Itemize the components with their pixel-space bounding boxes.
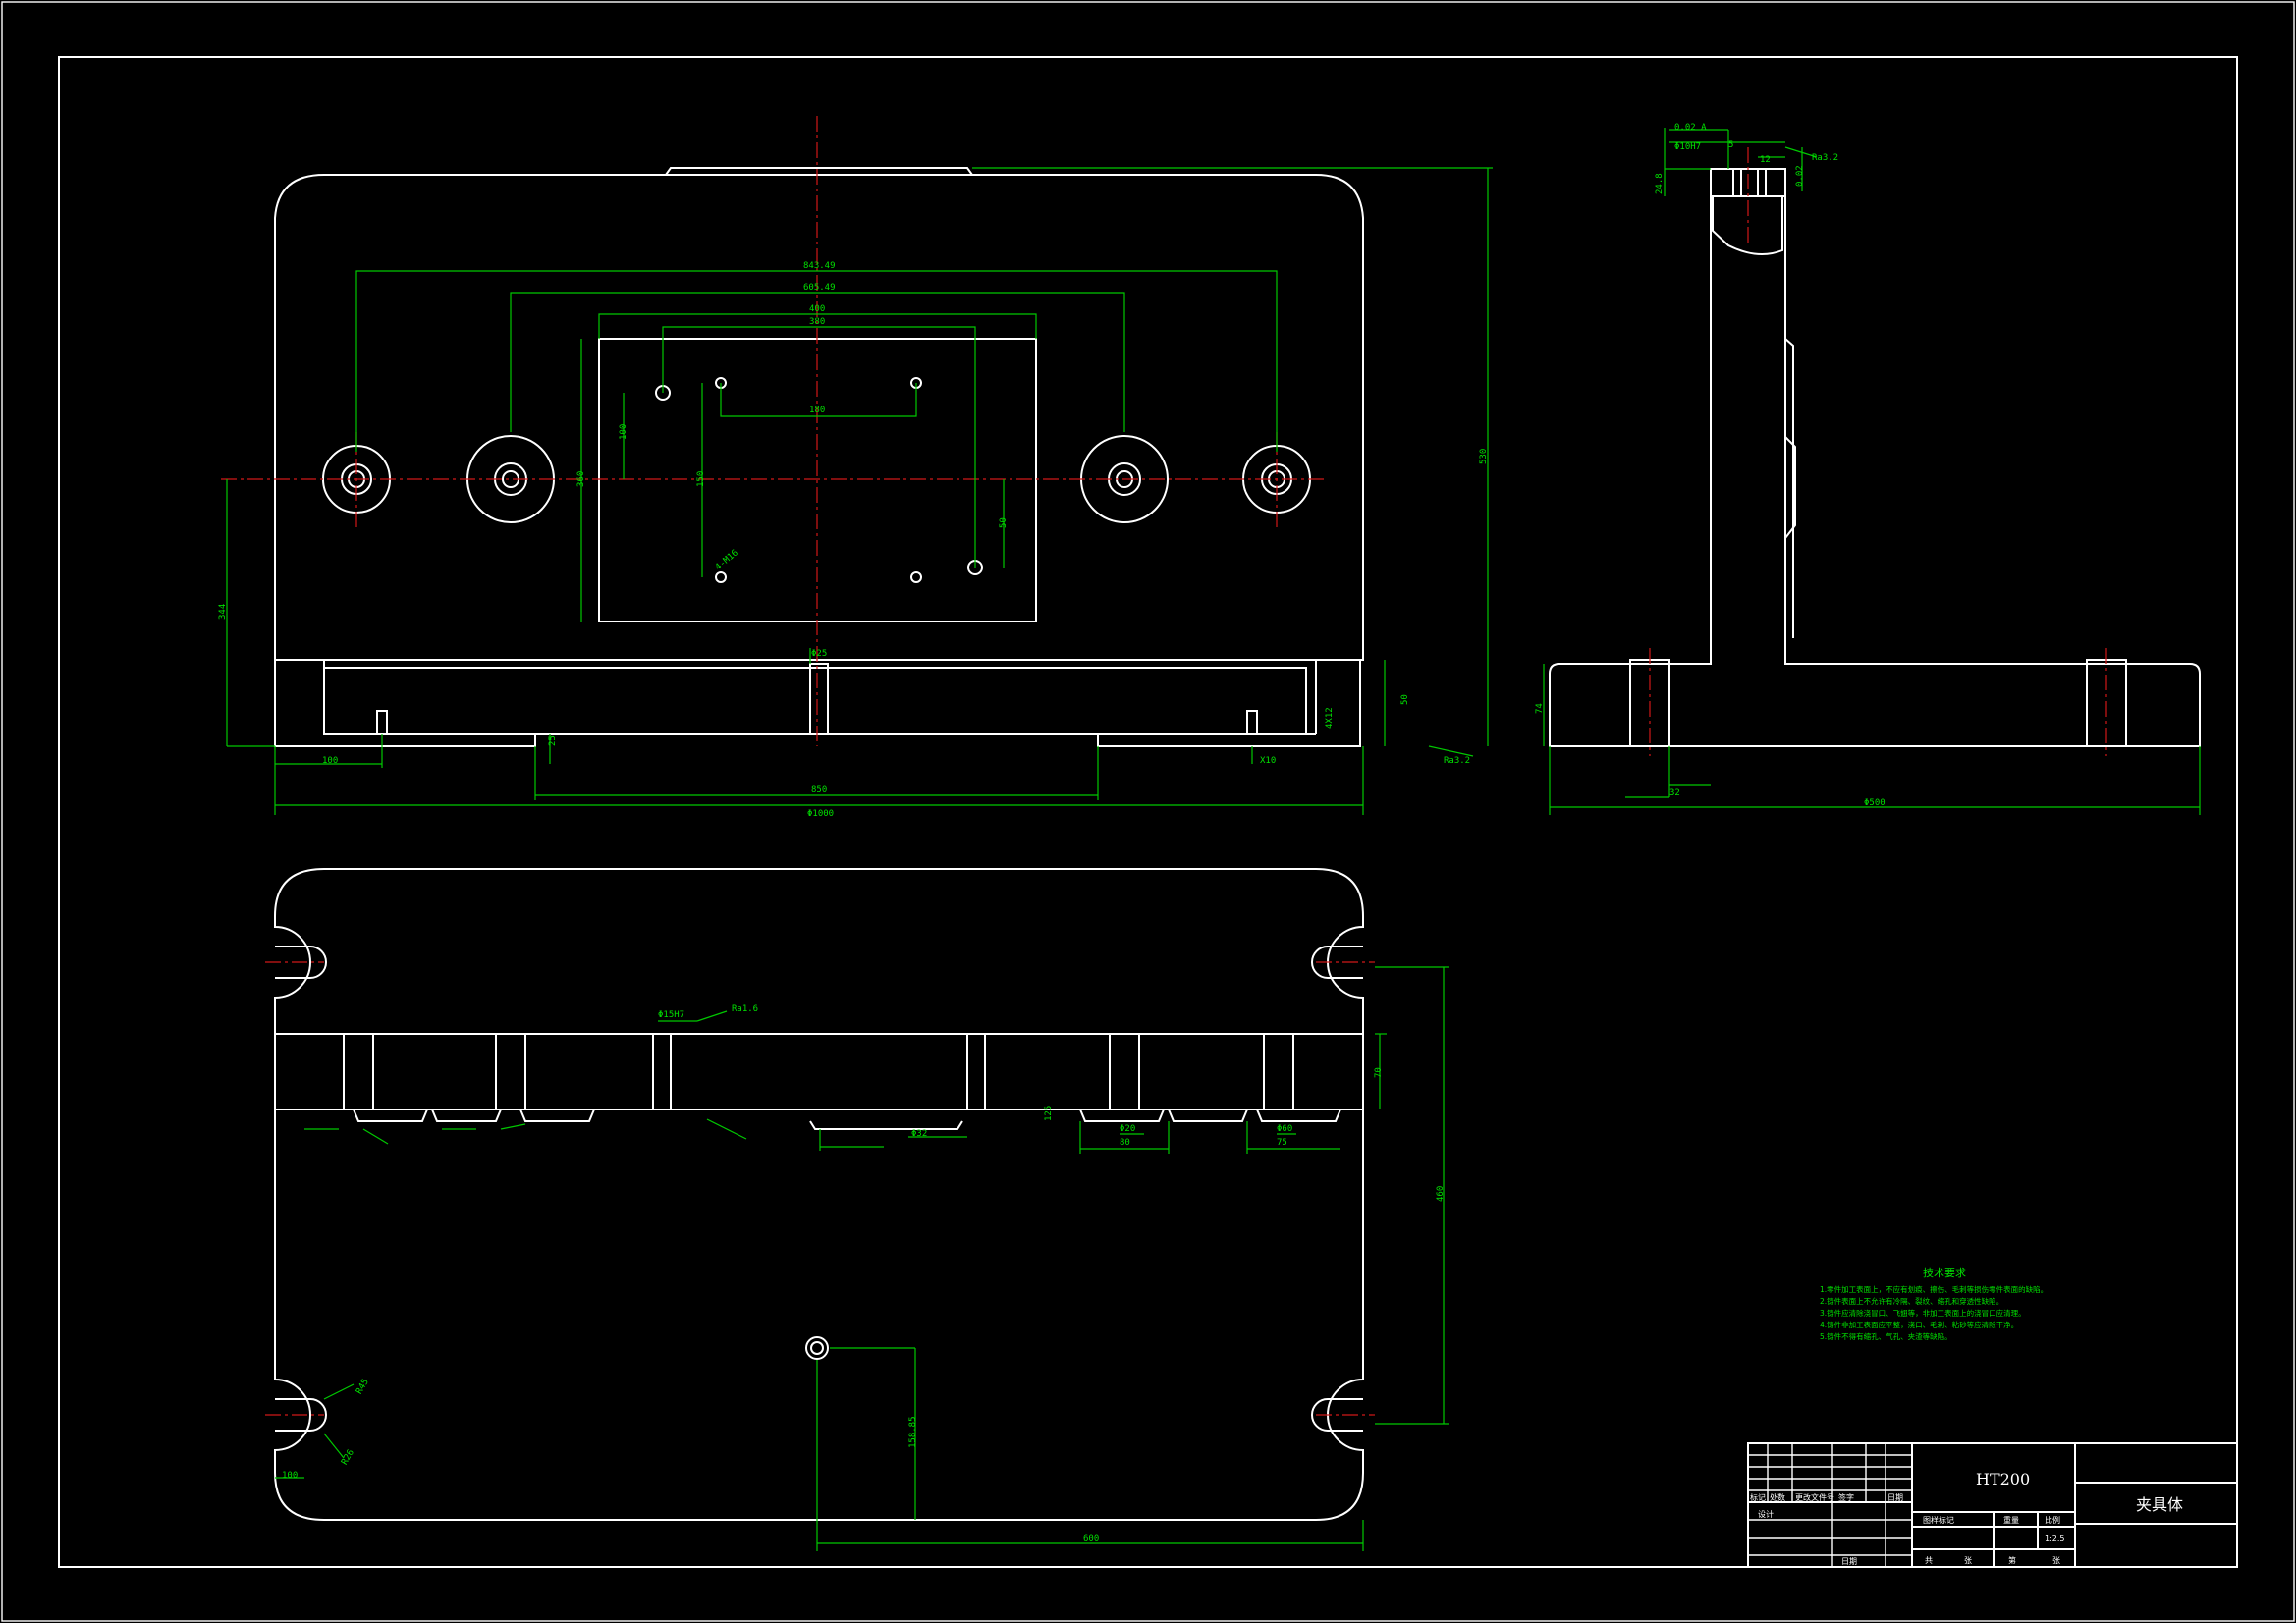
front-dim-10: 180 <box>809 406 825 415</box>
front-dim-7: 605.49 <box>803 283 836 293</box>
front-dim-8: 400 <box>809 304 825 314</box>
front-dim-4: 344 <box>218 604 228 620</box>
tb-label-date: 日期 <box>1887 1493 1903 1502</box>
side-view: Φ500 74 24.8 Φ10H7 Ra3.2 12 5 0.02 32 0.… <box>1535 123 2201 815</box>
top-dim-2: 460 <box>1436 1186 1446 1202</box>
tb-label-count: 处数 <box>1770 1492 1785 1502</box>
top-slot-2 <box>1311 946 1363 979</box>
side-dim-4: Φ10H7 <box>1674 142 1701 152</box>
front-section-hatch <box>323 667 1307 735</box>
tb-bottom-2: 张 <box>1964 1556 1972 1565</box>
side-dim-2: 74 <box>1535 703 1545 714</box>
front-dim-1: Φ1000 <box>807 809 834 819</box>
top-pin-hole <box>805 1336 829 1360</box>
tb-label-sign: 签字 <box>1838 1492 1854 1502</box>
tech-req-line-5: 5.铸件不得有缩孔、气孔、夹渣等缺陷。 <box>1820 1331 1952 1341</box>
tb-sub-scale: 比例 <box>2045 1515 2060 1525</box>
top-dim-1: 600 <box>1083 1534 1099 1543</box>
top-dim-5: 75 <box>1277 1138 1287 1148</box>
tb-bottom-4: 张 <box>2052 1556 2060 1565</box>
tb-bottom-1: 共 <box>1925 1556 1933 1565</box>
tech-req-title: 技术要求 <box>1923 1267 1966 1279</box>
front-dim-13: 50 <box>999 517 1009 528</box>
front-dim-18: X10 <box>1260 756 1276 766</box>
tech-requirements: 技术要求 1.零件加工表面上，不应有划痕、擦伤、毛刺等损伤零件表面的缺陷。 2.… <box>1820 1267 2048 1341</box>
top-dim-8: Φ60 <box>1277 1124 1292 1134</box>
tb-label-change: 更改文件号 <box>1795 1492 1834 1502</box>
top-slot-1 <box>275 946 327 979</box>
top-dim-10: R45 <box>355 1378 371 1396</box>
top-dim-14: Ra1.6 <box>732 1004 758 1014</box>
tb-sub-marking: 图样标记 <box>1923 1515 1954 1525</box>
front-view: Φ1000 850 100 344 530 843.49 605.49 400 … <box>218 116 1493 819</box>
front-dim-17: 4X12 <box>1325 707 1335 729</box>
front-dim-14: 150 <box>696 471 706 487</box>
side-dim-5: Ra3.2 <box>1812 153 1838 163</box>
tb-label-design: 设计 <box>1758 1509 1774 1519</box>
top-slot-4 <box>1311 1398 1363 1432</box>
side-dim-10: 0.02 A <box>1674 123 1707 133</box>
side-dim-3: 24.8 <box>1655 173 1665 194</box>
front-dim-15: 4-M16 <box>714 548 740 572</box>
top-dim-12: 70 <box>1374 1067 1384 1078</box>
top-section-hatch <box>274 1033 1364 1110</box>
top-dim-3: 158.85 <box>908 1416 918 1448</box>
top-dim-15: 100 <box>282 1471 298 1481</box>
tb-sub-weight: 重量 <box>2003 1515 2019 1525</box>
front-dim-20: 25 <box>548 735 558 746</box>
front-dim-3: 100 <box>322 756 338 766</box>
tb-scale-value: 1:2.5 <box>2045 1534 2065 1542</box>
inner-frame <box>58 56 2238 1568</box>
side-dim-6: 12 <box>1760 155 1771 165</box>
front-dim-19: 50 <box>1400 694 1410 705</box>
tb-material: HT200 <box>1976 1470 2030 1488</box>
side-section-hatch <box>1712 195 1783 255</box>
tb-bottom-3: 第 <box>2008 1555 2016 1565</box>
front-dim-12: 100 <box>619 424 629 440</box>
front-dim-21: Ra3.2 <box>1444 756 1470 766</box>
front-dim-5: 530 <box>1479 449 1489 464</box>
front-dim-2: 850 <box>811 785 827 795</box>
tech-req-line-1: 1.零件加工表面上，不应有划痕、擦伤、毛刺等损伤零件表面的缺陷。 <box>1820 1284 2048 1294</box>
front-dim-9: 380 <box>809 317 825 327</box>
front-view-outline <box>274 174 1364 747</box>
top-dim-7: Φ20 <box>1120 1124 1135 1134</box>
top-view-outline <box>274 868 1364 1521</box>
top-dim-4: 80 <box>1120 1138 1130 1148</box>
tech-req-line-4: 4.铸件非加工表面应平整，浇口、毛刺、粘砂等应清除干净。 <box>1820 1320 2018 1329</box>
front-dim-16: Φ25 <box>811 649 827 659</box>
top-dim-6: 125 <box>1044 1106 1054 1121</box>
top-dim-9: Φ32 <box>911 1129 927 1139</box>
top-slot-3 <box>275 1398 327 1432</box>
front-dim-11: 360 <box>576 471 586 487</box>
tech-req-line-2: 2.铸件表面上不允许有冷隔、裂纹、缩孔和穿透性缺陷。 <box>1820 1296 2003 1306</box>
side-dim-8: 0.02 <box>1795 165 1805 187</box>
side-dim-7: 5 <box>1728 140 1733 150</box>
tb-label-mark: 标记 <box>1750 1492 1766 1502</box>
title-block: 标记 处数 更改文件号 签字 日期 设计 日期 HT200 夹具体 图样标记 重… <box>1747 1442 2238 1568</box>
tech-req-line-3: 3.铸件应清除浇冒口、飞翅等，非加工表面上的浇冒口应清理。 <box>1820 1308 2026 1318</box>
side-dim-9: 32 <box>1669 788 1680 798</box>
front-dim-6: 843.49 <box>803 261 836 271</box>
tb-part-name: 夹具体 <box>2136 1495 2183 1514</box>
side-dim-1: Φ500 <box>1864 798 1886 808</box>
top-view: 600 460 158.85 80 75 125 Φ20 Φ60 Φ32 R45… <box>265 868 1449 1551</box>
top-dim-11: R26 <box>340 1448 356 1467</box>
tb-label-date-2: 日期 <box>1841 1557 1857 1566</box>
top-dim-13: Φ15H7 <box>658 1010 684 1020</box>
